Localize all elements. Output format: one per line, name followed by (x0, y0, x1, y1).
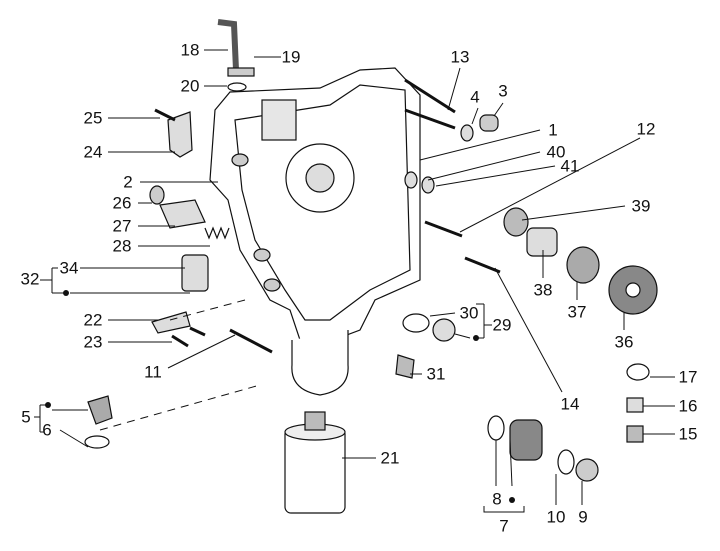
callout-15: 15 (678, 424, 698, 444)
callout-36: 36 (614, 332, 634, 352)
callout-5: 5 (21, 407, 31, 427)
leader-dots (45, 290, 515, 503)
cover-34 (181, 254, 209, 292)
housing-vent-block (261, 99, 297, 141)
callout-26: 26 (112, 193, 132, 213)
housing-inner-outline (234, 84, 411, 321)
bolt-14 (464, 256, 501, 274)
callout-2: 2 (123, 172, 133, 192)
bolt-13a (404, 78, 456, 114)
callout-14: 14 (560, 394, 580, 414)
housing-boss-2 (253, 248, 271, 262)
callout-1: 1 (548, 120, 558, 140)
washer-4 (460, 124, 474, 142)
seal-39 (503, 207, 529, 237)
bracket-24 (167, 111, 193, 158)
dipstick-5 (87, 395, 113, 425)
housing-boss-1 (231, 153, 249, 167)
callout-34: 34 (59, 258, 79, 278)
screw-23a (171, 334, 189, 348)
callout-39: 39 (631, 196, 651, 216)
callout-10: 10 (546, 507, 566, 527)
callout-11: 11 (144, 362, 162, 382)
callout-40: 40 (546, 142, 566, 162)
clip-16 (626, 397, 644, 413)
o-ring-20 (227, 82, 247, 92)
callout-41: 41 (560, 156, 580, 176)
callout-20: 20 (180, 76, 200, 96)
callout-38: 38 (533, 280, 553, 300)
impeller-hub (625, 282, 641, 298)
o-ring-30 (402, 313, 430, 333)
callout-19: 19 (281, 47, 301, 67)
callout-13: 13 (450, 47, 470, 67)
pipe-flange (227, 67, 255, 77)
callout-7: 7 (499, 516, 509, 536)
callout-24: 24 (83, 142, 103, 162)
callout-27: 27 (112, 216, 132, 236)
o-ring-6 (84, 435, 110, 449)
callout-25: 25 (83, 108, 103, 128)
spring-28 (204, 226, 230, 240)
callout-29: 29 (492, 315, 512, 335)
sensor-31 (395, 354, 415, 379)
screw-25 (154, 108, 176, 122)
callout-9: 9 (578, 507, 588, 527)
callout-21: 21 (380, 448, 400, 468)
bolt-12 (424, 220, 463, 238)
washer-41 (421, 176, 435, 194)
callout-8: 8 (492, 489, 502, 509)
o-ring-10 (557, 449, 575, 475)
cap-3 (479, 114, 499, 132)
washer-40 (404, 171, 418, 189)
callout-22: 22 (83, 310, 103, 330)
oil-filter-thread (304, 411, 326, 431)
bracket-22 (151, 311, 191, 334)
screw-23b (189, 326, 206, 337)
callout-30: 30 (459, 303, 479, 323)
callout-18: 18 (180, 40, 200, 60)
pump-seal-37 (566, 246, 600, 284)
oil-filter-neck (291, 330, 349, 396)
clip-15 (626, 425, 644, 443)
callout-6: 6 (42, 420, 52, 440)
plug-29 (432, 318, 456, 342)
callout-17: 17 (678, 367, 698, 387)
housing-bearing-bore (305, 163, 335, 193)
callout-4: 4 (470, 87, 480, 107)
dowel-27 (159, 199, 206, 229)
oil-filter-body (284, 427, 346, 514)
bolt-11 (229, 328, 273, 354)
o-ring-8 (487, 415, 505, 441)
bolt-13b (404, 108, 456, 130)
callout-3: 3 (498, 81, 508, 101)
callout-37: 37 (567, 302, 587, 322)
breather-pipe (217, 19, 239, 71)
housing-boss-3 (263, 278, 281, 292)
leader-lines (34, 49, 675, 513)
callout-28: 28 (112, 236, 132, 256)
drain-plug-9 (575, 458, 599, 482)
callout-23: 23 (83, 332, 103, 352)
bushing-26 (149, 185, 165, 205)
pump-shaft-38 (526, 227, 558, 257)
clamp-17 (626, 363, 650, 381)
callout-16: 16 (678, 396, 698, 416)
callout-31: 31 (426, 364, 446, 384)
callout-12: 12 (636, 119, 656, 139)
filter-screen (509, 419, 543, 461)
callout-32: 32 (20, 269, 40, 289)
